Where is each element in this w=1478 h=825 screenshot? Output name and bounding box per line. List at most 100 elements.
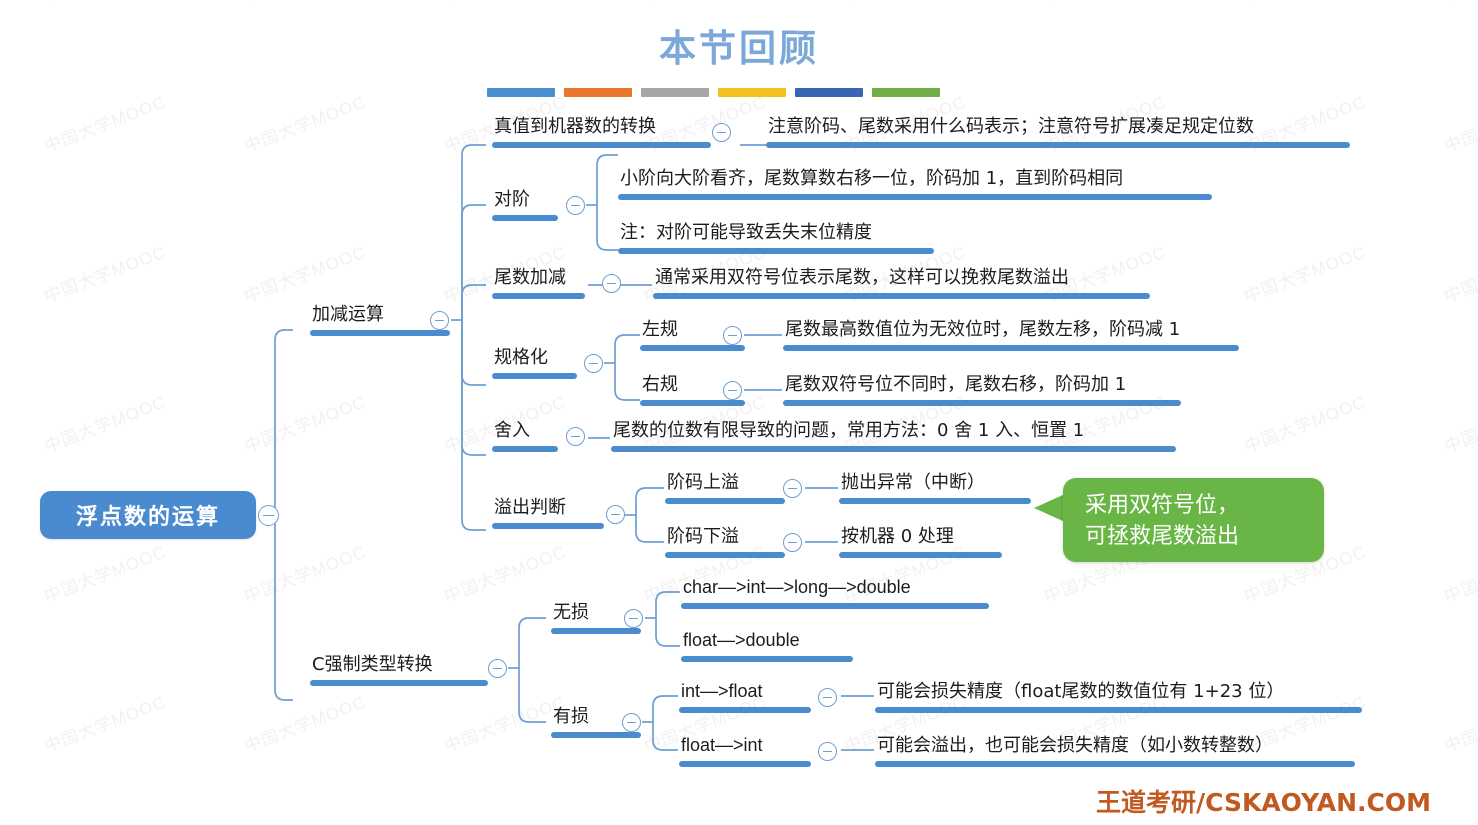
node-align-detail-2-label: 注：对阶可能导致丢失末位精度 — [620, 222, 872, 243]
node-lossy-1-detail-label: 可能会损失精度（float尾数的数值位有 1+23 位） — [877, 681, 1285, 702]
node-exp-overflow[interactable]: 阶码上溢 — [665, 473, 785, 504]
node-add-sub-label: 加减运算 — [312, 304, 384, 325]
segment-light-blue — [487, 88, 555, 97]
node-lossy-1[interactable]: int—>float — [679, 681, 811, 713]
node-rounding-detail-label: 尾数的位数有限导致的问题，常用方法：0 舍 1 入、恒置 1 — [613, 420, 1085, 441]
toggle-align[interactable] — [566, 196, 585, 215]
node-align-detail-1[interactable]: 小阶向大阶看齐，尾数算数右移一位，阶码加 1，直到阶码相同 — [618, 169, 1212, 200]
toggle-exp-underflow[interactable] — [783, 533, 802, 552]
toggle-right-norm[interactable] — [723, 381, 742, 400]
node-right-norm-detail[interactable]: 尾数双符号位不同时，尾数右移，阶码加 1 — [783, 375, 1181, 406]
toggle-rounding[interactable] — [566, 427, 585, 446]
node-exp-overflow-detail-bar — [839, 497, 1031, 504]
node-mantissa-addsub-label: 尾数加减 — [494, 267, 566, 288]
toggle-exp-overflow[interactable] — [783, 479, 802, 498]
toggle-overflow[interactable] — [606, 505, 625, 524]
node-lossy[interactable]: 有损 — [551, 707, 641, 738]
node-true-to-machine-detail-bar — [766, 141, 1350, 148]
node-lossy-1-detail[interactable]: 可能会损失精度（float尾数的数值位有 1+23 位） — [875, 682, 1362, 713]
node-lossy-1-label: int—>float — [681, 681, 763, 701]
node-lossless-2-label: float—>double — [683, 630, 800, 650]
toggle-mantissa-addsub[interactable] — [602, 274, 621, 293]
node-true-to-machine[interactable]: 真值到机器数的转换 — [492, 117, 711, 148]
brand-footer: 王道考研/CSKAOYAN.COM — [1096, 788, 1431, 817]
node-add-sub[interactable]: 加减运算 — [310, 305, 450, 336]
node-overflow-label: 溢出判断 — [494, 497, 566, 518]
node-c-cast-bar — [310, 679, 488, 686]
segment-orange — [564, 88, 632, 97]
node-exp-underflow-detail-label: 按机器 0 处理 — [841, 526, 954, 547]
segment-dark-blue — [795, 88, 863, 97]
root-node-label: 浮点数的运算 — [75, 505, 220, 530]
node-exp-underflow-detail[interactable]: 按机器 0 处理 — [839, 527, 1002, 558]
node-exp-overflow-label: 阶码上溢 — [667, 472, 739, 493]
node-lossy-bar — [551, 731, 641, 738]
node-mantissa-addsub-detail[interactable]: 通常采用双符号位表示尾数，这样可以挽救尾数溢出 — [653, 268, 1150, 299]
node-lossy-2-detail-label: 可能会溢出，也可能会损失精度（如小数转整数） — [877, 735, 1273, 756]
node-align[interactable]: 对阶 — [492, 190, 558, 221]
node-lossless-1[interactable]: char—>int—>long—>double — [681, 577, 989, 609]
segment-gray — [641, 88, 709, 97]
node-lossless[interactable]: 无损 — [551, 603, 641, 634]
node-align-detail-2-bar — [618, 247, 934, 254]
toggle-lossy[interactable] — [622, 713, 641, 732]
node-overflow[interactable]: 溢出判断 — [492, 498, 604, 529]
node-lossless-label: 无损 — [553, 602, 589, 623]
node-exp-underflow-bar — [665, 551, 785, 558]
toggle-true-to-machine[interactable] — [712, 123, 731, 142]
node-lossy-1-detail-bar — [875, 706, 1362, 713]
node-lossless-2[interactable]: float—>double — [681, 630, 853, 662]
node-rounding[interactable]: 舍入 — [492, 421, 558, 452]
toggle-lossy-2[interactable] — [818, 742, 837, 761]
segment-green — [872, 88, 940, 97]
node-lossy-1-bar — [679, 706, 811, 713]
toggle-add-sub[interactable] — [430, 311, 449, 330]
toggle-normalize[interactable] — [584, 354, 603, 373]
node-exp-overflow-bar — [665, 497, 785, 504]
callout-tail — [1034, 494, 1065, 522]
node-right-norm-bar — [640, 399, 745, 406]
node-rounding-detail-bar — [611, 445, 1176, 452]
toggle-c-cast[interactable] — [488, 659, 507, 678]
toggle-lossy-1[interactable] — [818, 688, 837, 707]
callout-bubble[interactable]: 采用双符号位， 可拯救尾数溢出 — [1063, 478, 1324, 562]
node-exp-underflow[interactable]: 阶码下溢 — [665, 527, 785, 558]
node-mantissa-addsub-detail-bar — [653, 292, 1150, 299]
node-true-to-machine-detail-label: 注意阶码、尾数采用什么码表示；注意符号扩展凑足规定位数 — [768, 116, 1254, 137]
node-align-detail-2[interactable]: 注：对阶可能导致丢失末位精度 — [618, 223, 934, 254]
node-true-to-machine-detail[interactable]: 注意阶码、尾数采用什么码表示；注意符号扩展凑足规定位数 — [766, 117, 1350, 148]
node-c-cast[interactable]: C强制类型转换 — [310, 655, 488, 686]
node-exp-overflow-detail[interactable]: 抛出异常（中断） — [839, 473, 1031, 504]
toggle-lossless[interactable] — [624, 609, 643, 628]
node-normalize-bar — [492, 372, 577, 379]
node-mantissa-addsub[interactable]: 尾数加减 — [492, 268, 585, 299]
node-c-cast-label: C强制类型转换 — [312, 654, 433, 675]
node-exp-underflow-detail-bar — [839, 551, 1002, 558]
root-node[interactable]: 浮点数的运算 — [40, 491, 256, 539]
node-add-sub-bar — [310, 329, 450, 336]
node-true-to-machine-bar — [492, 141, 711, 148]
node-left-norm[interactable]: 左规 — [640, 320, 745, 351]
node-left-norm-detail-label: 尾数最高数值位为无效位时，尾数左移，阶码减 1 — [785, 319, 1181, 340]
node-lossy-2-detail[interactable]: 可能会溢出，也可能会损失精度（如小数转整数） — [875, 736, 1355, 767]
node-mantissa-addsub-detail-label: 通常采用双符号位表示尾数，这样可以挽救尾数溢出 — [655, 267, 1069, 288]
node-true-to-machine-label: 真值到机器数的转换 — [494, 116, 656, 137]
node-align-bar — [492, 214, 558, 221]
node-right-norm-label: 右规 — [642, 374, 678, 395]
node-mantissa-addsub-bar — [492, 292, 585, 299]
node-exp-underflow-label: 阶码下溢 — [667, 526, 739, 547]
node-left-norm-detail[interactable]: 尾数最高数值位为无效位时，尾数左移，阶码减 1 — [783, 320, 1239, 351]
segment-yellow — [718, 88, 786, 97]
node-normalize[interactable]: 规格化 — [492, 348, 577, 379]
node-right-norm[interactable]: 右规 — [640, 375, 745, 406]
node-rounding-detail[interactable]: 尾数的位数有限导致的问题，常用方法：0 舍 1 入、恒置 1 — [611, 421, 1176, 452]
node-rounding-label: 舍入 — [494, 420, 530, 441]
node-left-norm-label: 左规 — [642, 319, 678, 340]
toggle-root[interactable] — [258, 505, 279, 526]
toggle-left-norm[interactable] — [723, 326, 742, 345]
node-lossless-2-bar — [681, 655, 853, 662]
node-lossy-2[interactable]: float—>int — [679, 735, 811, 767]
node-lossy-2-bar — [679, 760, 811, 767]
decorative-color-bar — [487, 88, 940, 97]
